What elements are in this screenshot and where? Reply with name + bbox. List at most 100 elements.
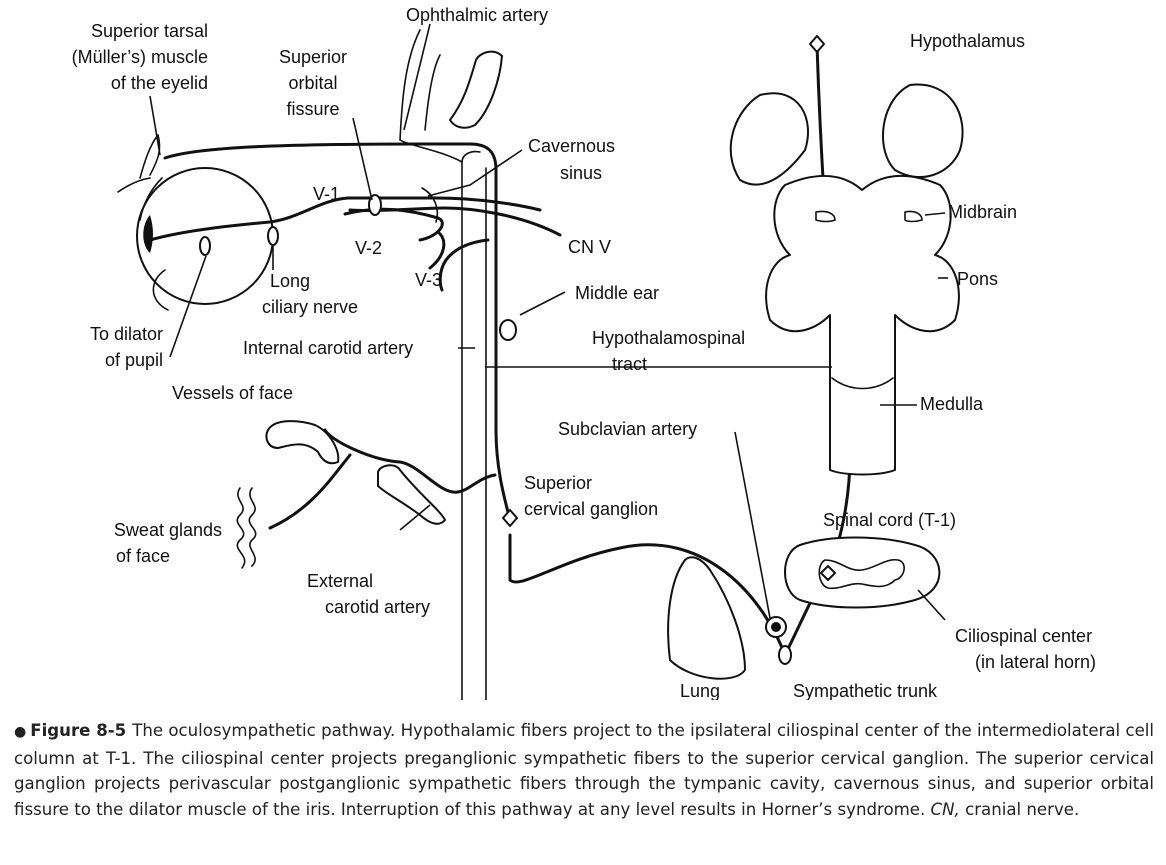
midbrain-pons-medulla-outline	[765, 174, 960, 476]
subclavian-artery-lumen	[771, 622, 781, 632]
long-ciliary-node	[267, 226, 279, 246]
right-hemisphere-fragment	[882, 83, 964, 179]
label-midbrain: Midbrain	[948, 202, 1017, 222]
label-scg-2: cervical ganglion	[524, 499, 658, 519]
gray-matter-butterfly	[818, 558, 905, 590]
lead-ciliospinal	[917, 589, 946, 621]
label-long-ciliary-2: ciliary nerve	[262, 297, 358, 317]
label-long-ciliary-1: Long	[270, 271, 310, 291]
pons-medulla-boundary	[831, 377, 894, 390]
eyelid-lower	[152, 269, 169, 311]
label-ciliospinal-1: Ciliospinal center	[955, 626, 1092, 646]
label-middle-ear: Middle ear	[575, 283, 659, 303]
sweat-gland-fiber	[268, 453, 352, 530]
label-hypothalamospinal-1: Hypothalamospinal	[592, 328, 745, 348]
label-spinal-cord: Spinal cord (T-1)	[823, 510, 956, 530]
ophthalmic-artery-vessel	[399, 29, 441, 141]
label-medulla: Medulla	[920, 394, 984, 414]
label-subclavian: Subclavian artery	[558, 419, 697, 439]
lead-to-dilator	[169, 255, 207, 358]
cn-v-trunk	[348, 206, 562, 237]
eyelid-fiber-pathway	[163, 142, 498, 432]
label-cavernous-sinus-1: Cavernous	[528, 136, 615, 156]
v3-branch	[428, 230, 446, 270]
caption-text: The oculosympathetic pathway. Hypothalam…	[14, 721, 1154, 819]
face-vessels	[236, 420, 446, 569]
spinal-cord-section	[784, 536, 941, 609]
eyelid-fold	[139, 134, 161, 179]
cavernous-sinus-loop	[421, 187, 439, 223]
caption-bullet: ●	[14, 724, 27, 740]
eyelid-upper	[139, 177, 163, 221]
label-ext-carotid-2: carotid artery	[325, 597, 430, 617]
label-superior-tarsal-1: Superior tarsal	[91, 21, 208, 41]
lung-outline	[667, 556, 746, 680]
preganglionic-pathway	[508, 533, 830, 657]
label-sof-1: Superior	[279, 47, 347, 67]
label-sof-3: fissure	[286, 99, 339, 119]
lead-cavernous-sinus	[427, 149, 523, 197]
label-sweat-glands-2: of face	[116, 546, 170, 566]
v1-long-ciliary-pathway	[148, 196, 542, 242]
sweat-gland-coil-1	[236, 487, 246, 569]
superior-cervical-ganglion-node	[502, 509, 518, 527]
lead-middle-ear	[519, 291, 566, 316]
leader-lines	[149, 23, 948, 621]
label-scg-1: Superior	[524, 473, 592, 493]
label-cavernous-sinus-2: sinus	[560, 163, 602, 183]
v2-branch	[343, 207, 444, 242]
label-dilator-2: of pupil	[105, 350, 163, 370]
hypothalamus-node	[809, 35, 825, 53]
lead-ophthalmic-artery	[403, 23, 431, 131]
labels: Superior tarsal (Müller’s) muscle of the…	[72, 5, 1096, 700]
label-v2: V-2	[355, 238, 382, 258]
ciliospinal-center-node	[820, 565, 836, 581]
caption-abbreviation: CN,	[930, 799, 960, 819]
label-cn-v: CN V	[568, 237, 611, 257]
lead-midbrain	[924, 212, 946, 216]
midbrain-aqueduct-marks	[815, 210, 923, 223]
postganglionic-fibers	[494, 428, 512, 522]
ophthalmic-artery-cut	[449, 50, 503, 129]
label-vessels-of-face: Vessels of face	[172, 383, 293, 403]
lead-superior-orbital-fissure	[352, 117, 373, 201]
internal-carotid-top	[399, 139, 481, 163]
label-lung: Lung	[680, 681, 720, 700]
label-pons: Pons	[957, 269, 998, 289]
dilator-node	[199, 236, 211, 256]
cn-v-lower-trunk	[438, 238, 490, 292]
spinal-cord-lung	[667, 536, 941, 680]
left-hemisphere-fragment	[729, 92, 809, 186]
label-v3: V-3	[415, 270, 442, 290]
sympathetic-trunk-node	[778, 645, 792, 665]
oculosympathetic-pathway-diagram: Superior tarsal (Müller’s) muscle of the…	[72, 5, 1096, 700]
label-sof-2: orbital	[288, 73, 337, 93]
label-superior-tarsal-3: of the eyelid	[111, 73, 208, 93]
pathway-lines	[148, 29, 852, 700]
label-ophthalmic-artery: Ophthalmic artery	[406, 5, 548, 25]
figure-number: Figure 8-5	[30, 721, 127, 740]
lead-superior-tarsal	[149, 95, 161, 156]
label-hypothalamus: Hypothalamus	[910, 31, 1025, 51]
label-v1: V-1	[313, 184, 340, 204]
label-ciliospinal-2: (in lateral horn)	[975, 652, 1096, 672]
caption-abbreviation-text: cranial nerve.	[965, 799, 1080, 819]
vessels-of-face-cut	[265, 420, 340, 465]
label-dilator-1: To dilator	[90, 324, 163, 344]
middle-ear-node	[499, 319, 517, 341]
label-internal-carotid: Internal carotid artery	[243, 338, 413, 358]
sweat-gland-coil-2	[248, 487, 257, 567]
label-superior-tarsal-2: (Müller’s) muscle	[72, 47, 208, 67]
label-sweat-glands-1: Sweat glands	[114, 520, 222, 540]
lead-external-carotid	[399, 504, 431, 531]
eyelash	[117, 177, 151, 193]
label-ext-carotid-1: External	[307, 571, 373, 591]
label-sympathetic-trunk: Sympathetic trunk	[793, 681, 938, 700]
brainstem	[729, 83, 964, 476]
external-carotid-cut	[377, 464, 446, 525]
external-carotid-pathway	[323, 428, 497, 494]
lead-subclavian	[734, 431, 771, 619]
label-hypothalamospinal-2: tract	[612, 354, 647, 374]
iris-pupil	[143, 215, 153, 253]
